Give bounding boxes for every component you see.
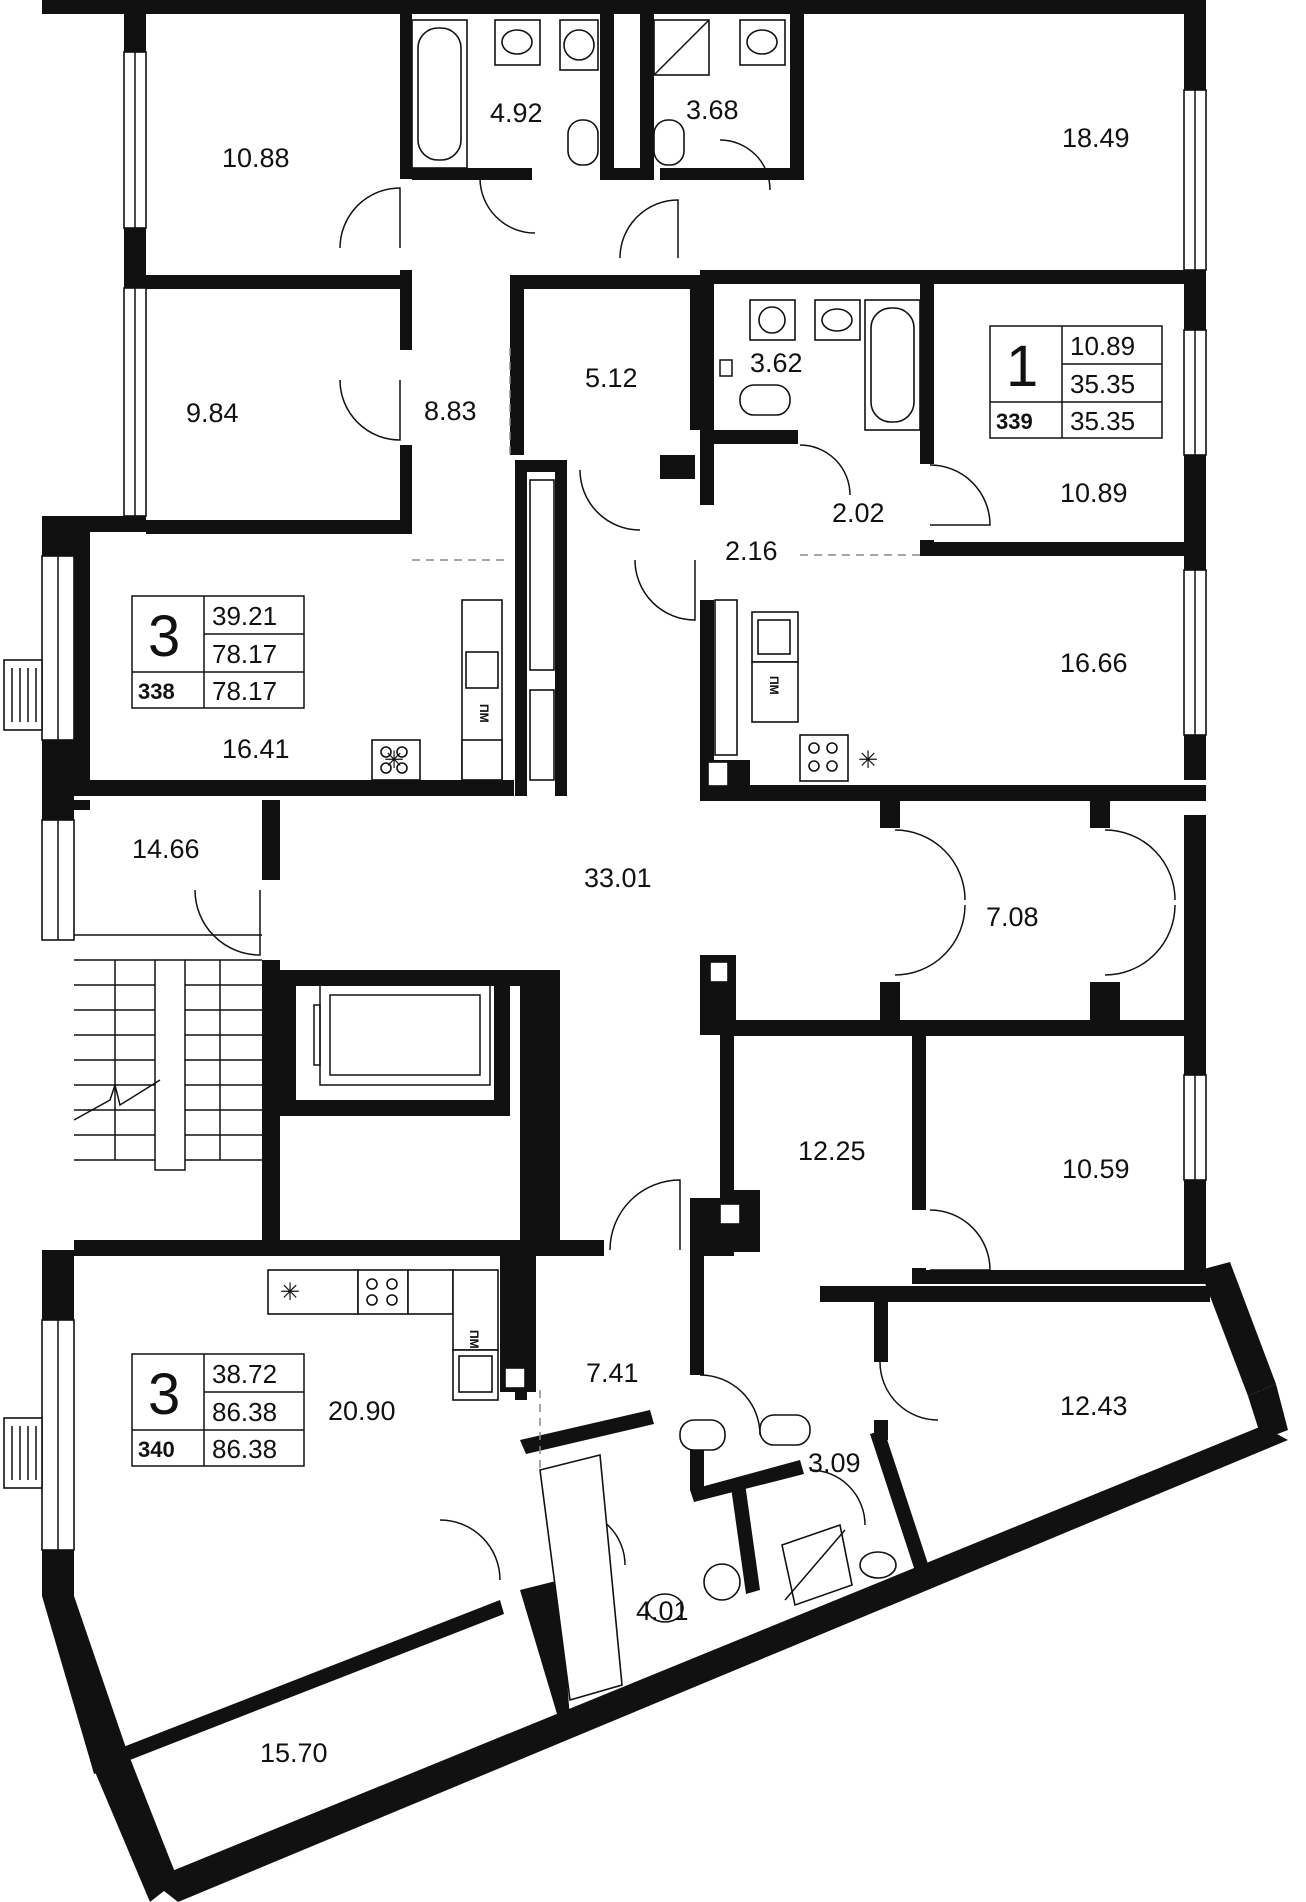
apartment-card-338: 3 39.21 78.17 338 78.17 (131, 595, 305, 709)
apt-340-total-alt: 86.38 (212, 1434, 277, 1464)
room-area: 12.43 (1060, 1391, 1128, 1421)
svg-text:✳: ✳ (858, 747, 878, 774)
fridge-label-338: ПМ (477, 704, 491, 723)
room-area: 7.08 (986, 902, 1039, 932)
room-area: 14.66 (132, 834, 200, 864)
room-area: 9.84 (186, 398, 239, 428)
room-area: 4.01 (636, 1596, 689, 1626)
fridge-label-339: ПМ (767, 676, 781, 695)
elevator (313, 984, 491, 1086)
apartment-card-340: 3 38.72 86.38 340 86.38 (131, 1353, 305, 1467)
apt-340-number: 340 (138, 1437, 175, 1462)
apt-340-total: 86.38 (212, 1397, 277, 1427)
room-area: 7.41 (586, 1358, 639, 1388)
apt-340-living: 38.72 (212, 1359, 277, 1389)
interior-walls (74, 14, 1212, 1774)
apt-338-total-alt: 78.17 (212, 676, 277, 706)
room-area: 3.68 (686, 95, 739, 125)
apt-340-rooms: 3 (148, 1362, 180, 1427)
windows (41, 51, 1269, 1851)
apt-339-living: 10.89 (1070, 331, 1135, 361)
apartment-card-339: 1 10.89 35.35 339 35.35 (989, 325, 1163, 439)
hood-icon: ✳ ✳ ✳ (280, 747, 878, 1306)
ac-units (3, 659, 43, 1489)
apt-339-number: 339 (996, 409, 1033, 434)
room-area: 2.16 (725, 536, 778, 566)
room-area: 15.70 (260, 1738, 328, 1768)
apt-338-living: 39.21 (212, 601, 277, 631)
room-area: 16.66 (1060, 648, 1128, 678)
fixtures (267, 19, 921, 1702)
room-area: 3.09 (808, 1448, 861, 1478)
room-area: 5.12 (585, 363, 638, 393)
room-area: 4.92 (490, 98, 543, 128)
room-area: 12.25 (798, 1136, 866, 1166)
doors (194, 139, 1176, 1581)
apt-339-rooms: 1 (1006, 334, 1038, 399)
room-area: 33.01 (584, 863, 652, 893)
room-area: 8.83 (424, 396, 477, 426)
room-area: 20.90 (328, 1396, 396, 1426)
apt-339-total-alt: 35.35 (1070, 406, 1135, 436)
apt-339-total: 35.35 (1070, 369, 1135, 399)
room-area: 3.62 (750, 348, 803, 378)
outer-walls (42, 0, 1288, 1902)
fridge-label-340: ПМ (467, 1330, 481, 1349)
room-labels: 10.88 4.92 3.68 18.49 9.84 8.83 5.12 3.6… (132, 95, 1130, 1768)
room-area: 10.89 (1060, 478, 1128, 508)
svg-text:✳: ✳ (384, 747, 404, 774)
room-area: 10.59 (1062, 1154, 1130, 1184)
zone-lines (412, 348, 920, 1470)
apt-338-number: 338 (138, 679, 175, 704)
svg-text:✳: ✳ (280, 1279, 300, 1306)
room-area: 10.88 (222, 143, 290, 173)
room-area: 2.02 (832, 498, 885, 528)
stairwell (73, 934, 262, 1171)
room-area: 16.41 (222, 734, 290, 764)
apt-338-rooms: 3 (148, 604, 180, 669)
room-area: 18.49 (1062, 123, 1130, 153)
apt-338-total: 78.17 (212, 639, 277, 669)
